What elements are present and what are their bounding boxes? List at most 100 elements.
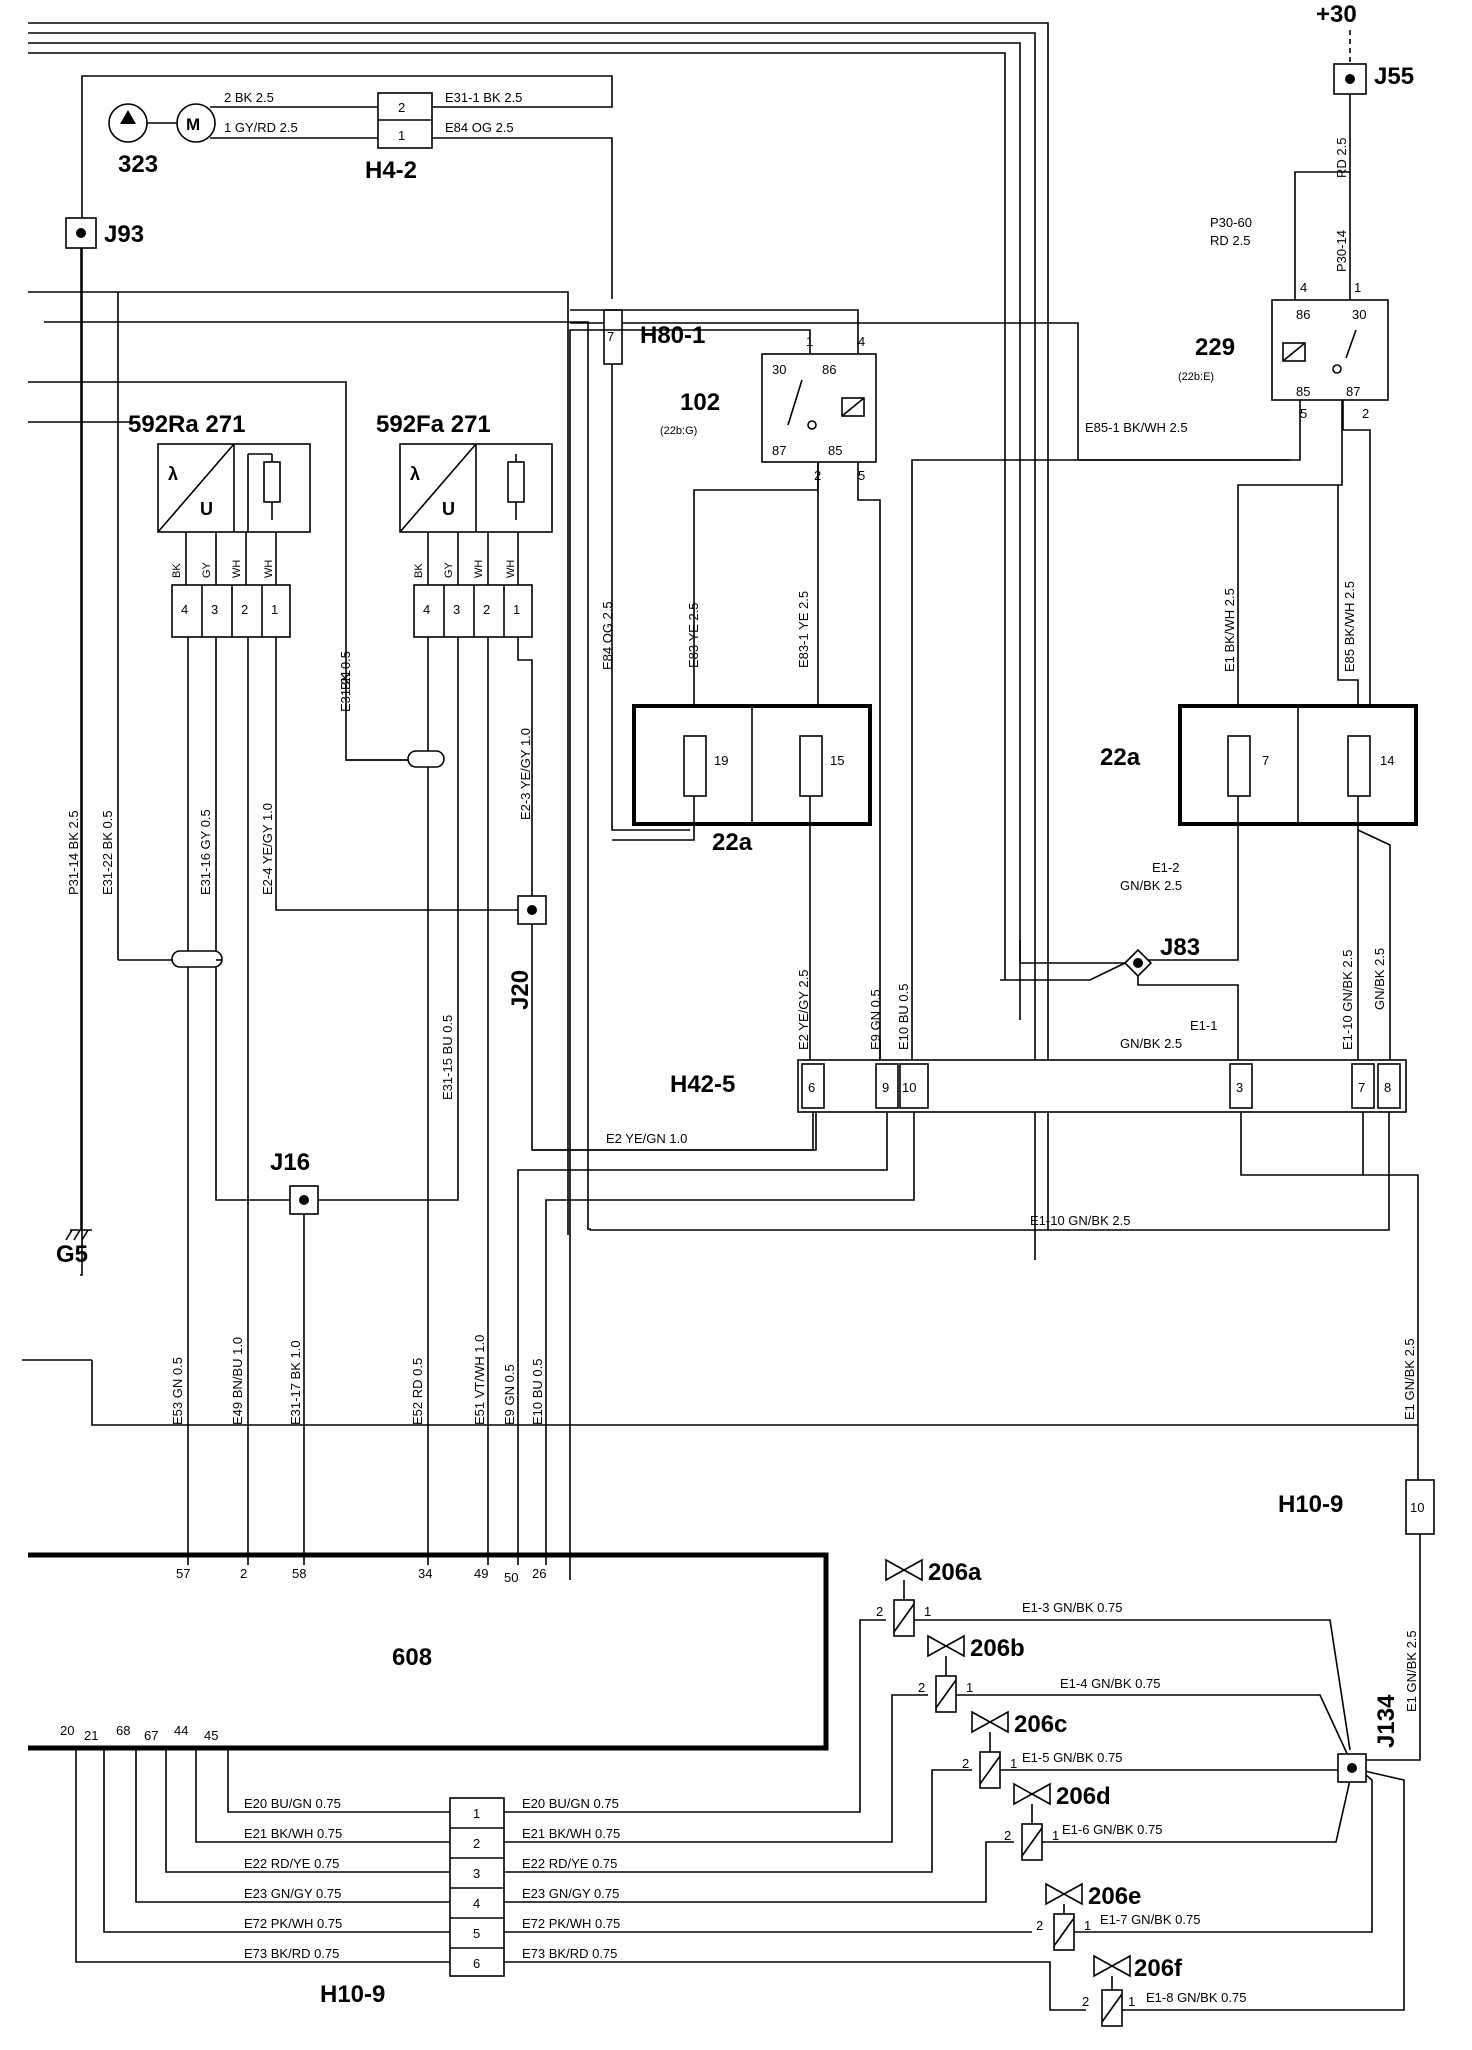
svg-text:58: 58 (292, 1566, 306, 1581)
wire-323-1: 1 GY/RD 2.5 (224, 120, 298, 135)
wire-e2-h: E2 YE/GN 1.0 (606, 1131, 687, 1146)
svg-text:E20 BU/GN 0.75: E20 BU/GN 0.75 (244, 1796, 341, 1811)
svg-text:E21 BK/WH 0.75: E21 BK/WH 0.75 (244, 1826, 342, 1841)
svg-text:E73 BK/RD 0.75: E73 BK/RD 0.75 (522, 1946, 617, 1961)
svg-text:BK: BK (171, 563, 183, 578)
svg-text:J93: J93 (104, 221, 144, 248)
svg-text:4: 4 (1300, 280, 1307, 295)
wire-e9-gn: E9 GN 0.5 (868, 989, 883, 1050)
pump-323: M 323 (108, 103, 216, 178)
svg-text:44: 44 (174, 1723, 188, 1738)
svg-text:10: 10 (1410, 1500, 1424, 1515)
svg-text:E23 GN/GY 0.75: E23 GN/GY 0.75 (244, 1886, 341, 1901)
svg-text:WH: WH (505, 560, 517, 578)
svg-text:E1-7 GN/BK 0.75: E1-7 GN/BK 0.75 (1100, 1912, 1200, 1927)
svg-text:206e: 206e (1088, 1883, 1141, 1910)
wire-e10: E10 BU 0.5 (530, 1359, 545, 1426)
svg-text:2: 2 (473, 1836, 480, 1851)
svg-text:(22b:G): (22b:G) (660, 425, 697, 437)
svg-text:G5: G5 (56, 1241, 88, 1268)
valve-206e: 206e 2 1 (1036, 1882, 1141, 1951)
svg-text:20: 20 (60, 1723, 74, 1738)
svg-text:1: 1 (1052, 1828, 1059, 1843)
svg-text:1: 1 (1084, 1918, 1091, 1933)
svg-text:7: 7 (1358, 1080, 1365, 1095)
svg-text:19: 19 (714, 753, 728, 768)
svg-text:1: 1 (513, 602, 520, 617)
junction-j55: J55 (1333, 63, 1414, 95)
svg-text:1: 1 (271, 602, 278, 617)
svg-text:GY: GY (201, 561, 213, 578)
wire-e2-3: E2-3 YE/GY 1.0 (518, 728, 533, 820)
svg-text:1: 1 (1010, 1756, 1017, 1771)
svg-text:21: 21 (84, 1728, 98, 1743)
svg-text:E1-8 GN/BK 0.75: E1-8 GN/BK 0.75 (1146, 1990, 1246, 2005)
wire-e1-10-h: E1-10 GN/BK 2.5 (1030, 1213, 1130, 1228)
svg-text:4: 4 (858, 334, 865, 349)
svg-text:2: 2 (483, 602, 490, 617)
svg-text:(22b:E): (22b:E) (1178, 371, 1214, 383)
svg-text:85: 85 (828, 443, 842, 458)
svg-text:2: 2 (1082, 1994, 1089, 2009)
svg-text:1: 1 (1354, 280, 1361, 295)
svg-text:229: 229 (1195, 334, 1235, 361)
svg-text:68: 68 (116, 1723, 130, 1738)
svg-text:592Ra 271: 592Ra 271 (128, 411, 245, 438)
svg-text:49: 49 (474, 1566, 488, 1581)
wire-e31-1: E31-1 BK 2.5 (445, 90, 522, 105)
valve-206b: 206b 2 1 (918, 1634, 1025, 1713)
wire-e83-1: E83-1 YE 2.5 (796, 591, 811, 668)
svg-text:GY: GY (443, 561, 455, 578)
relay-229: 4 1 86 30 85 87 5 2 229 (22b:E) (1178, 280, 1389, 421)
svg-text:E1-4 GN/BK 0.75: E1-4 GN/BK 0.75 (1060, 1676, 1160, 1691)
svg-text:15: 15 (830, 753, 844, 768)
svg-text:1: 1 (473, 1806, 480, 1821)
svg-text:E23 GN/GY 0.75: E23 GN/GY 0.75 (522, 1886, 619, 1901)
wire-gnbk-v: GN/BK 2.5 (1372, 948, 1387, 1010)
wire-e52: E52 RD 0.5 (410, 1358, 425, 1425)
svg-text:1: 1 (1128, 1994, 1135, 2009)
svg-text:5: 5 (858, 468, 865, 483)
wire-e2-ye: E2 YE/GY 2.5 (796, 970, 811, 1050)
svg-text:2: 2 (1362, 406, 1369, 421)
svg-text:2: 2 (240, 1566, 247, 1581)
svg-text:86: 86 (822, 362, 836, 377)
svg-text:P30-60: P30-60 (1210, 215, 1252, 230)
svg-text:E72 PK/WH 0.75: E72 PK/WH 0.75 (522, 1916, 620, 1931)
wire-323-2: 2 BK 2.5 (224, 90, 274, 105)
svg-text:8: 8 (1384, 1080, 1391, 1095)
valve-206d: 206d 2 1 (1004, 1782, 1111, 1861)
svg-text:1: 1 (966, 1680, 973, 1695)
junction-j83: J83 (1123, 934, 1200, 978)
svg-text:3: 3 (473, 1866, 480, 1881)
wire-e51: E51 VT/WH 1.0 (472, 1335, 487, 1425)
svg-text:206f: 206f (1134, 1955, 1183, 1982)
wire-e1-gnbk: E1 GN/BK 2.5 (1402, 1338, 1417, 1420)
svg-text:50: 50 (504, 1570, 518, 1585)
svg-text:GN/BK 2.5: GN/BK 2.5 (1120, 878, 1182, 893)
svg-text:2: 2 (1036, 1918, 1043, 1933)
svg-text:3: 3 (453, 602, 460, 617)
svg-text:E20 BU/GN 0.75: E20 BU/GN 0.75 (522, 1796, 619, 1811)
junction-j134: J134 (1337, 1694, 1400, 1783)
valve-206f: 206f 2 1 (1082, 1954, 1183, 2027)
svg-text:E1-6 GN/BK 0.75: E1-6 GN/BK 0.75 (1062, 1822, 1162, 1837)
svg-text:14: 14 (1380, 753, 1394, 768)
svg-text:67: 67 (144, 1728, 158, 1743)
svg-text:26: 26 (532, 1566, 546, 1581)
svg-text:22a: 22a (1100, 744, 1141, 771)
svg-text:2: 2 (241, 602, 248, 617)
svg-text:5: 5 (1300, 406, 1307, 421)
connector-h80-1: 7 H80-1 (603, 309, 705, 365)
label-323: 323 (118, 151, 158, 178)
connector-h10-9-top: 10 H10-9 (1278, 1479, 1435, 1535)
svg-text:J16: J16 (270, 1149, 310, 1176)
svg-text:P30-14: P30-14 (1334, 230, 1349, 272)
connector-h42-5: 6 9 10 3 7 8 H42-5 (670, 1059, 1407, 1113)
valve-206a: 206a 2 1 (876, 1558, 982, 1637)
label-plus30: +30 (1316, 1, 1357, 28)
svg-text:E1-5 GN/BK 0.75: E1-5 GN/BK 0.75 (1022, 1750, 1122, 1765)
svg-text:H10-9: H10-9 (320, 1981, 385, 2008)
wire-e31-16: E31-16 GY 0.5 (198, 809, 213, 895)
